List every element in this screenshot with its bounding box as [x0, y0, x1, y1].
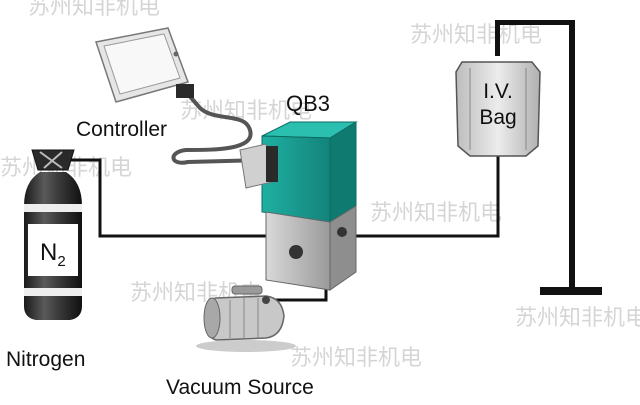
- controller-connector: [176, 84, 194, 98]
- watermark-text: 苏州知非机电: [28, 0, 160, 20]
- gas-line: [62, 158, 282, 238]
- vacuum-pump-icon: Vacuum Source: [166, 285, 314, 399]
- cylinder-cap-detail: [39, 151, 63, 169]
- cylinder-band: [24, 204, 82, 212]
- valve-connector-plug: [266, 146, 278, 182]
- iv-bag-icon: I.V. Bag: [455, 61, 541, 157]
- valve-port: [337, 227, 347, 237]
- iv-bag-label-line1: I.V.: [483, 80, 513, 103]
- iv-bag-label-line2: Bag: [479, 106, 516, 129]
- cylinder-band: [24, 288, 82, 296]
- watermark-text: 苏州知非机电: [515, 306, 640, 331]
- pump-motor-end: [203, 297, 221, 339]
- cylinder-cap-detail: [43, 151, 63, 169]
- watermark-text: 苏州知非机电: [290, 346, 422, 371]
- iv-stand-pole: [569, 22, 575, 292]
- controller-button: [173, 51, 179, 57]
- pump-handle: [231, 285, 263, 295]
- bag-line: [340, 150, 500, 238]
- pump-inlet: [262, 296, 270, 304]
- watermark-text: 苏州知非机电: [370, 201, 502, 226]
- iv-stand-hook: [495, 20, 500, 56]
- watermark-text: 苏州知非机电: [410, 23, 542, 48]
- valve-port: [289, 245, 303, 259]
- iv-bag-body: [455, 61, 541, 157]
- valve-label: QB3: [286, 91, 330, 116]
- gas-symbol-main: N: [40, 239, 57, 266]
- valve-housing-side: [329, 121, 357, 223]
- controller-cable: [171, 90, 263, 165]
- iv-stand-base: [540, 287, 602, 295]
- pump-base-shadow: [196, 340, 296, 352]
- gas-symbol-subscript: 2: [57, 253, 65, 270]
- controller-touchscreen-icon: Controller: [76, 27, 194, 141]
- iv-stand-icon: [495, 20, 602, 295]
- cylinder-gas-symbol: N2: [40, 239, 66, 270]
- nitrogen-label: Nitrogen: [6, 348, 85, 371]
- cylinder-label-panel: [28, 224, 78, 276]
- controller-screen: [103, 33, 181, 95]
- vacuum-label: Vacuum Source: [166, 376, 314, 399]
- iv-stand-arm: [497, 20, 575, 25]
- proportional-valve-icon: QB3: [239, 91, 358, 291]
- nitrogen-cylinder-icon: N2 Nitrogen: [6, 149, 85, 371]
- valve-manifold-side: [329, 205, 357, 291]
- controller-label: Controller: [76, 118, 167, 141]
